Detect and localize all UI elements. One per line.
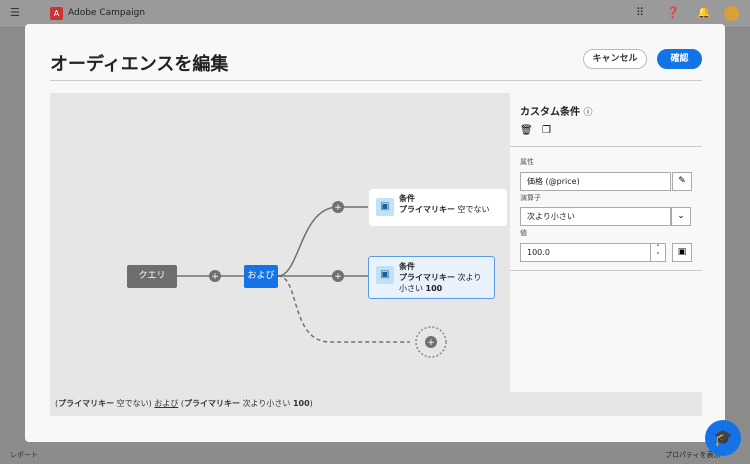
person-picker-button[interactable]: ▣ (672, 243, 692, 262)
learn-icon[interactable]: 🎓 (705, 420, 741, 456)
person-icon: ▣ (376, 198, 394, 216)
condition-node-2[interactable]: ▣ 条件 プライマリキー 次より小さい 100 (368, 256, 495, 299)
sidebar-item-reports[interactable]: レポート (10, 451, 38, 459)
svg-text:+: + (427, 338, 435, 348)
flow-connectors: + + + + (127, 201, 447, 358)
svg-text:+: + (334, 272, 342, 282)
and-node[interactable]: および (244, 265, 278, 288)
flow-canvas[interactable]: + + + + クエリ および ▣ 条件 プライマリキー 空でない ▣ 条件 プライマ… (50, 93, 510, 392)
condition-title: 条件 (399, 194, 415, 203)
delete-icon[interactable]: 🗑 (520, 125, 533, 136)
divider (510, 146, 702, 147)
show-properties-link[interactable]: プロパティを表示 (665, 451, 721, 459)
divider (50, 80, 702, 81)
app-title: Adobe Campaign (68, 8, 146, 18)
condition-value: 100 (425, 284, 443, 293)
help-icon[interactable]: ❓ (666, 6, 680, 19)
attribute-label: 属性 (520, 158, 534, 166)
chevron-down-icon[interactable]: ⌄ (671, 207, 691, 226)
edit-audience-dialog: オーディエンスを編集 キャンセル 確認 + + + + クエリ および ▣ 条件 プラ… (25, 24, 725, 442)
avatar[interactable] (724, 6, 739, 21)
condition-key: プライマリキー (399, 205, 455, 214)
apps-grid-icon[interactable]: ⠿ (636, 6, 645, 19)
value-stepper[interactable]: ˄˅ (650, 243, 666, 262)
condition-operator: 空でない (457, 205, 490, 214)
query-node[interactable]: クエリ (127, 265, 177, 288)
operator-select[interactable]: 次より小さい (520, 207, 671, 226)
person-icon: ▣ (376, 266, 394, 284)
value-input[interactable]: 100.0 (520, 243, 651, 262)
condition-operator: 次より小さい (399, 273, 482, 293)
duplicate-icon[interactable]: ❐ (542, 125, 551, 136)
condition-node-1[interactable]: ▣ 条件 プライマリキー 空でない (369, 189, 507, 226)
condition-panel: カスタム条件 ⓘ 🗑 ❐ 属性 価格 (@price) ✎ 演算子 次より小さい… (510, 93, 702, 392)
menu-icon[interactable]: ☰ (10, 6, 20, 19)
value-label: 値 (520, 229, 527, 237)
adobe-logo: A (50, 7, 63, 20)
divider (510, 270, 702, 271)
info-icon[interactable]: ⓘ (583, 108, 593, 118)
confirm-button[interactable]: 確認 (657, 49, 702, 69)
operator-label: 演算子 (520, 194, 541, 202)
condition-title: 条件 (399, 262, 415, 271)
bell-icon[interactable]: 🔔 (697, 6, 711, 19)
cancel-button[interactable]: キャンセル (583, 49, 647, 69)
and-link[interactable]: および (154, 399, 179, 408)
svg-text:+: + (211, 272, 219, 282)
dialog-title: オーディエンスを編集 (50, 54, 229, 75)
condition-key: プライマリキー (399, 273, 455, 282)
panel-title: カスタム条件 (520, 107, 580, 118)
svg-text:+: + (334, 203, 342, 213)
attribute-field[interactable]: 価格 (@price) (520, 172, 671, 191)
query-summary: (プライマリキー 空でない) および (プライマリキー 次より小さい 100) (50, 392, 702, 416)
edit-attribute-button[interactable]: ✎ (672, 172, 692, 191)
